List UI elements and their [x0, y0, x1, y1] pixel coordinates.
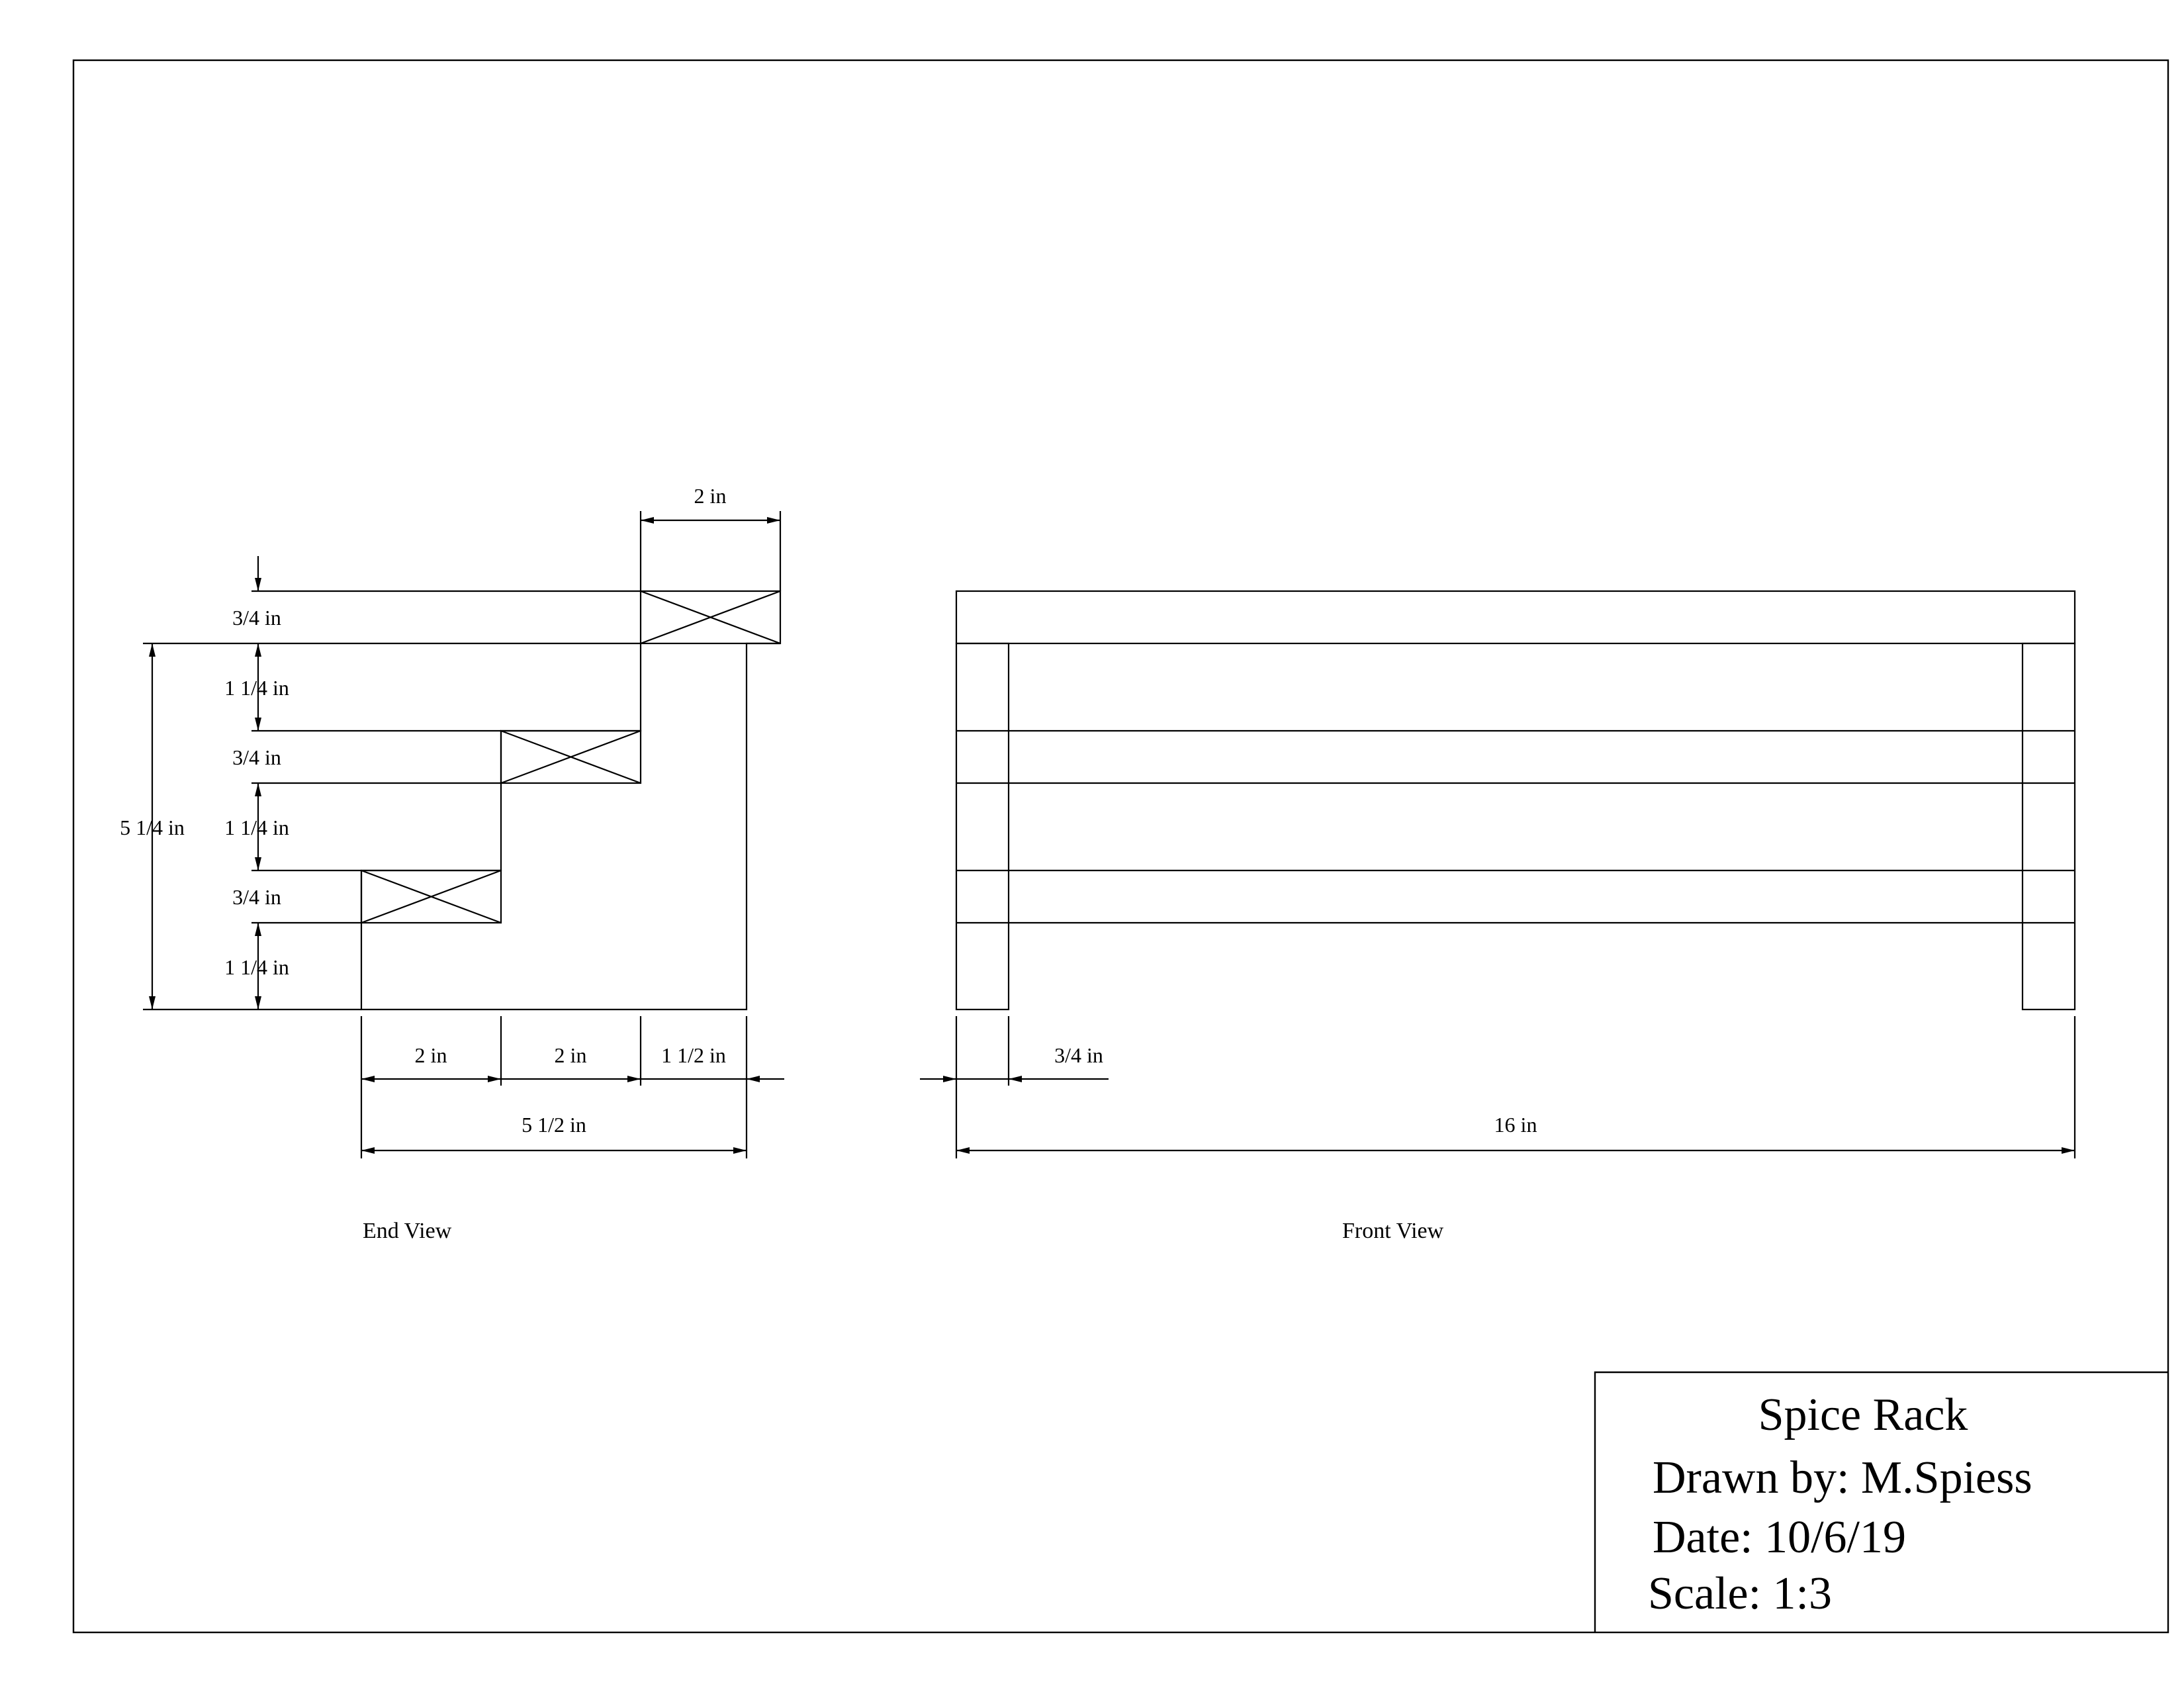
dim-overall-length: 16 in: [1494, 1113, 1537, 1137]
shelf-section-top: [639, 590, 782, 645]
left-leg: [955, 642, 1010, 1011]
title-block-date: Date: 10/6/19: [1653, 1512, 1906, 1563]
shelf-section-middle: [500, 729, 642, 784]
right-leg: [2021, 642, 2076, 1011]
dim-step-1: 2 in: [415, 1043, 447, 1067]
end-view-caption: End View: [363, 1219, 452, 1243]
dim-top-width: 2 in: [694, 484, 727, 508]
dim-gap-3: 1 1/4 in: [224, 955, 289, 979]
front-view-caption: Front View: [1342, 1219, 1444, 1243]
side-panel-outline: [360, 642, 780, 1011]
title-block: Spice Rack Drawn by: M.Spiess Date: 10/6…: [1594, 1371, 2168, 1632]
dim-step-2: 2 in: [555, 1043, 587, 1067]
dim-shelf-thickness-3: 3/4 in: [232, 885, 281, 909]
dim-step-3: 1 1/2 in: [661, 1043, 726, 1067]
front-view: 3/4 in 16 in Front View: [920, 590, 2076, 1243]
dim-shelf-thickness-2: 3/4 in: [232, 745, 281, 769]
shelf-section-bottom: [360, 869, 502, 924]
dim-leg-width: 3/4 in: [1054, 1043, 1103, 1067]
dim-shelf-thickness-1: 3/4 in: [232, 606, 281, 630]
title-block-scale: Scale: 1:3: [1648, 1568, 1832, 1619]
dim-gap-1: 1 1/4 in: [224, 676, 289, 700]
title-block-title: Spice Rack: [1758, 1389, 1968, 1440]
dim-overall-depth: 5 1/2 in: [522, 1113, 586, 1137]
sheet-border: [72, 59, 2169, 1634]
title-block-drawn-by: Drawn by: M.Spiess: [1653, 1452, 2032, 1503]
dim-overall-height: 5 1/4 in: [120, 816, 185, 839]
dim-gap-2: 1 1/4 in: [224, 816, 289, 839]
end-view: 2 in 3/4 in 1 1/4 in 3/4 in 1 1/4 in 3/4…: [120, 484, 784, 1243]
top-board: [955, 590, 2076, 645]
